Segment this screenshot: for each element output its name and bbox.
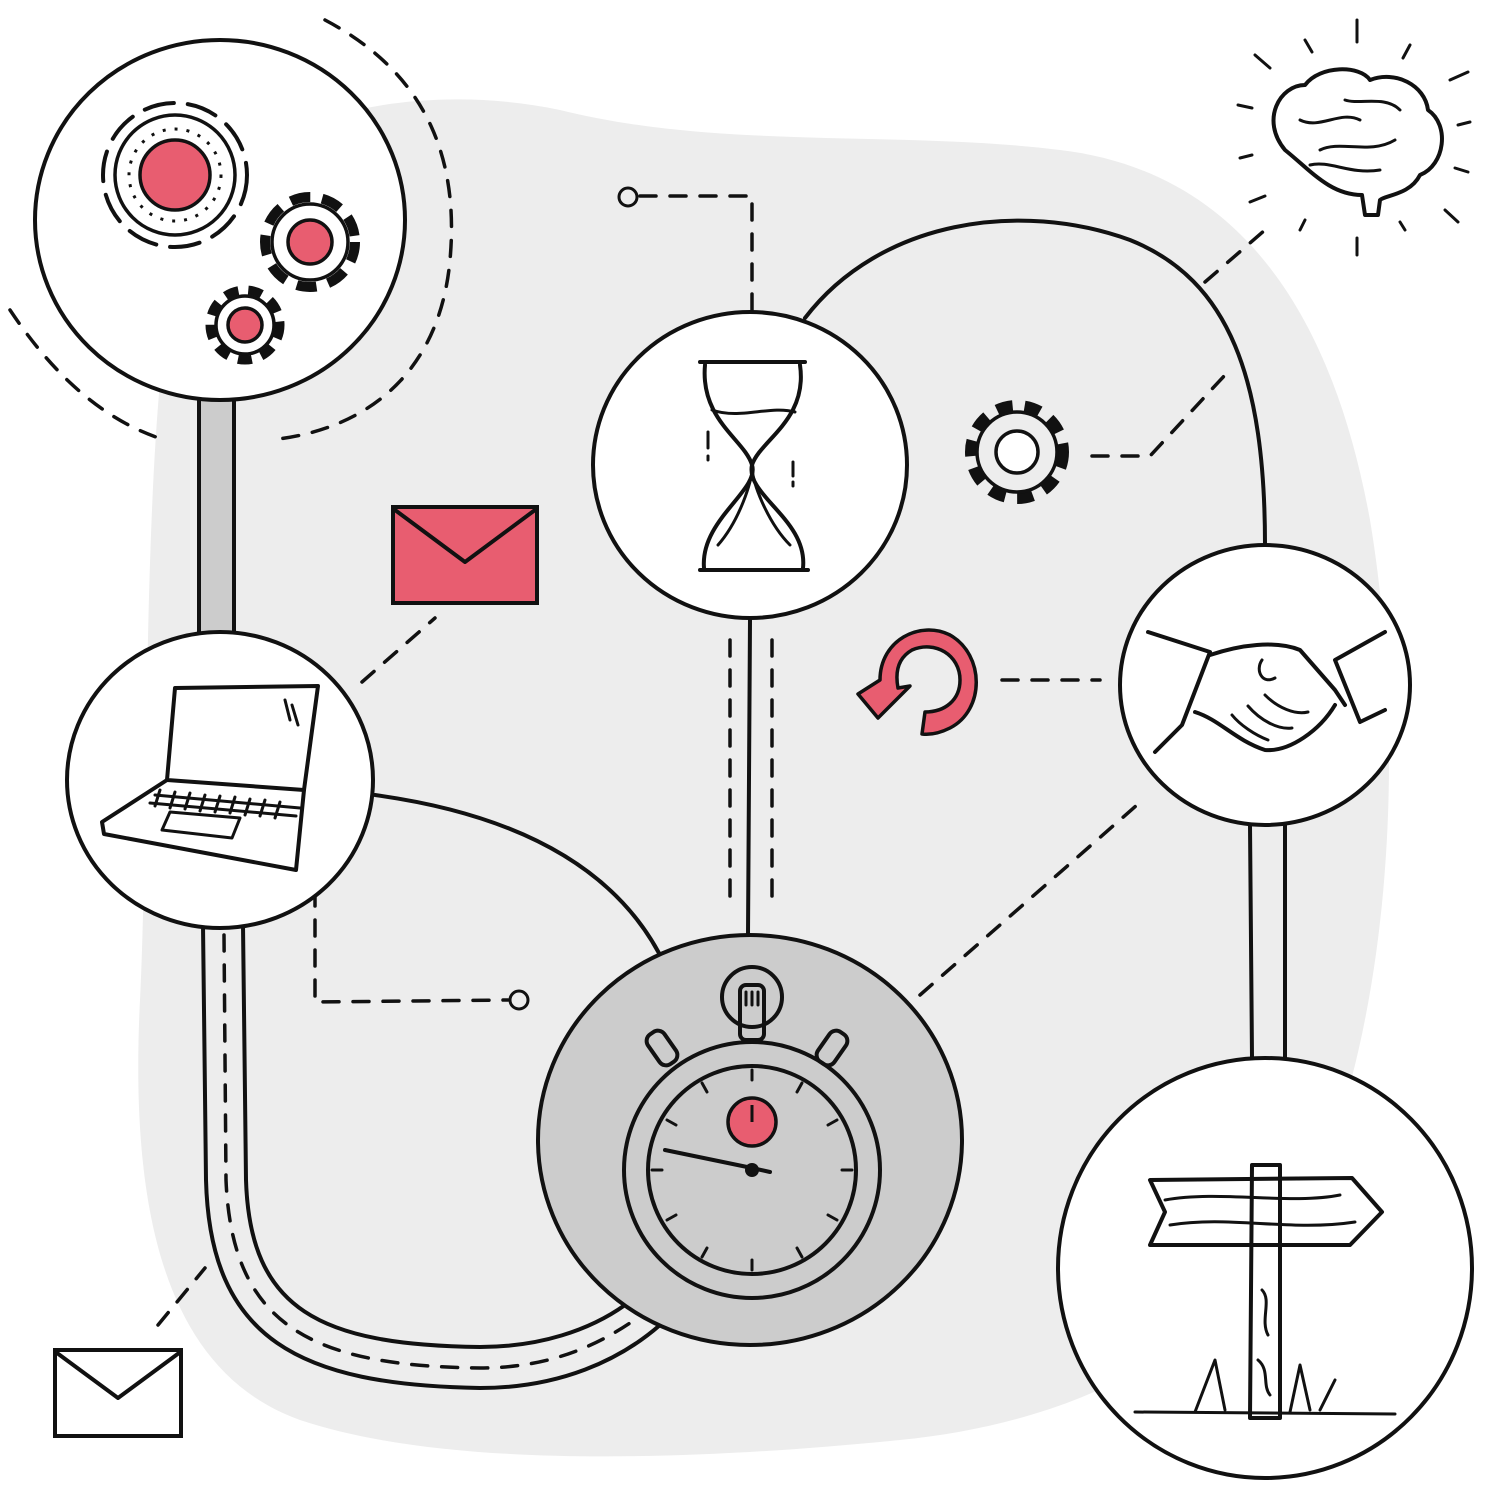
stopwatch-node [536, 933, 964, 1347]
handshake-node [1118, 543, 1412, 827]
refresh-icon [856, 628, 978, 736]
gear-icon [965, 400, 1069, 504]
dashed-connectors [8, 18, 1267, 1327]
solid-connectors [197, 218, 1287, 1390]
stopwatch-icon [622, 965, 882, 1300]
hourglass-node [591, 310, 909, 620]
signpost-icon [1133, 1163, 1397, 1420]
laptop-icon [100, 684, 320, 872]
laptop-node [65, 630, 375, 930]
signpost-node [1056, 1056, 1474, 1480]
envelope-outline-icon [53, 1348, 183, 1438]
hourglass-icon [698, 360, 810, 572]
background-blob [138, 99, 1390, 1457]
brain-icon [1236, 18, 1472, 257]
gears-node [33, 38, 407, 402]
envelope-icon [391, 505, 539, 605]
gears-icon [101, 101, 360, 365]
handshake-icon [1146, 630, 1387, 754]
